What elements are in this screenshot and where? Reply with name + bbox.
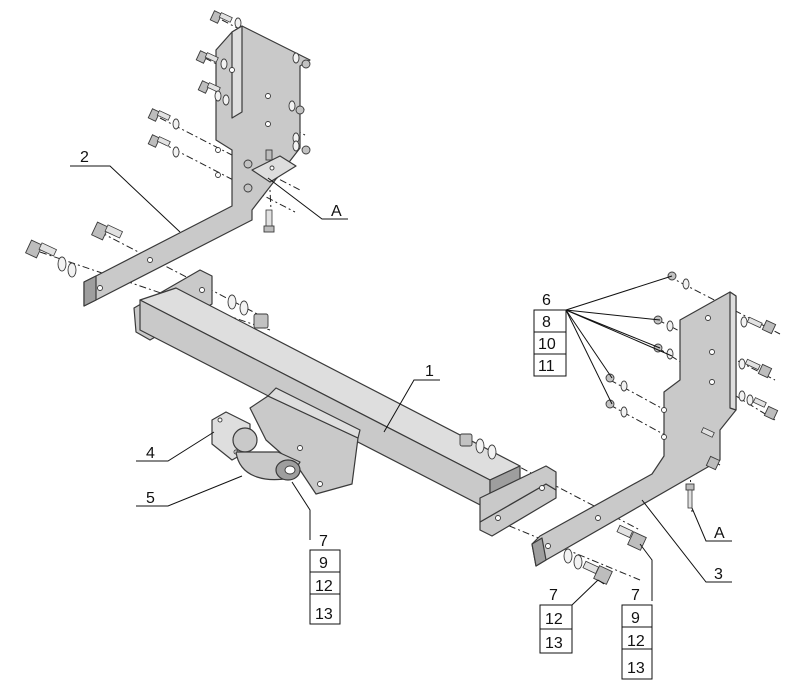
callout-stack-bottom-right: 7 9 12 13	[621, 587, 653, 680]
stack-ball-2: 12	[315, 578, 333, 595]
label-part-5: 5	[146, 490, 155, 507]
left-bracket-fasteners	[25, 10, 311, 329]
label-part-2: 2	[80, 149, 89, 166]
stack-bottom-left-0: 7	[549, 587, 558, 604]
leader-lines	[70, 165, 732, 601]
tow-ball	[232, 427, 258, 453]
stack-bottom-right-3: 13	[627, 660, 645, 677]
callout-stack-right-top: 6 8 10 11	[533, 292, 567, 377]
crossbar-beam	[133, 269, 557, 537]
stack-bottom-left-1: 12	[545, 611, 563, 628]
left-bracket	[83, 25, 311, 307]
stack-bottom-right-1: 9	[631, 610, 640, 627]
right-bracket	[531, 291, 737, 567]
stack-ball-1: 9	[319, 555, 328, 572]
callout-labels: 2 A 1 4 5 A 3	[80, 149, 725, 583]
stack-right-top-2: 10	[538, 336, 556, 353]
label-ref-a-top: A	[331, 203, 342, 220]
label-part-1: 1	[425, 363, 434, 380]
stack-right-top-1: 8	[542, 314, 551, 331]
label-part-3: 3	[714, 566, 723, 583]
stack-ball-3: 13	[315, 606, 333, 623]
stack-bottom-right-2: 12	[627, 633, 645, 650]
stack-right-top-0: 6	[542, 292, 551, 309]
tow-ball-assembly	[211, 411, 301, 481]
stack-right-top-3: 11	[538, 358, 555, 375]
stack-bottom-right-0: 7	[631, 587, 640, 604]
stack-ball-0: 7	[319, 533, 328, 550]
callout-stack-ball: 7 9 12 13	[309, 533, 341, 625]
label-ref-a-right: A	[714, 525, 725, 542]
callout-stack-bottom-left: 7 12 13	[539, 579, 599, 654]
label-part-4: 4	[146, 445, 155, 462]
stack-bottom-left-2: 13	[545, 635, 563, 652]
